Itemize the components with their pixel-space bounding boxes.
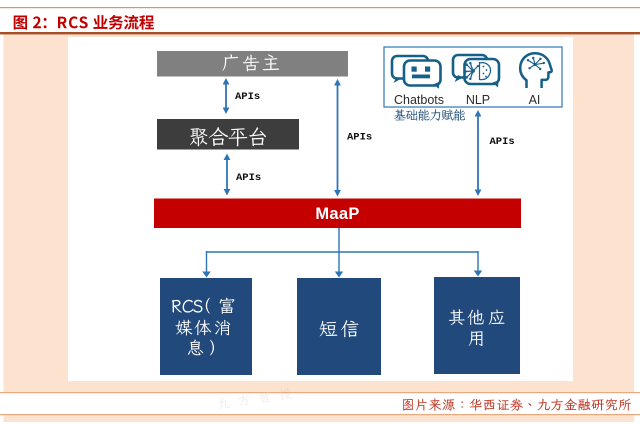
svg-text:APIs: APIs — [235, 91, 260, 103]
svg-text:APIs: APIs — [347, 132, 372, 144]
svg-text:APIs: APIs — [490, 136, 515, 148]
svg-text:MaaP: MaaP — [315, 205, 359, 223]
svg-text:AI: AI — [529, 93, 541, 107]
svg-text:APIs: APIs — [236, 172, 261, 184]
svg-text:NLP: NLP — [466, 93, 490, 107]
svg-text:Chatbots: Chatbots — [394, 93, 444, 107]
